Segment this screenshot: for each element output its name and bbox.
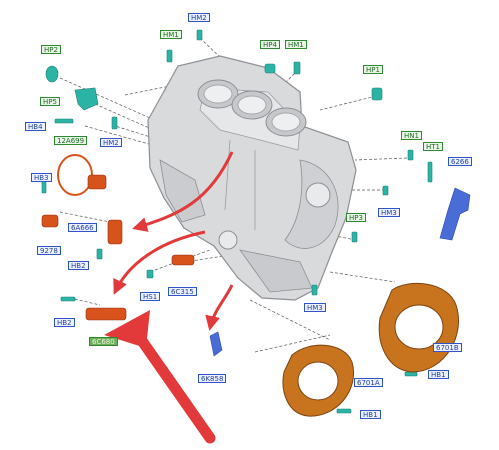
- label-hb2-mid: HB2: [68, 261, 89, 270]
- label-hm1-right: HM1: [285, 40, 307, 49]
- label-9278: 9278: [37, 246, 61, 255]
- label-hb3: HB3: [31, 173, 52, 182]
- label-hm2-top: HM2: [188, 13, 210, 22]
- label-6a666: 6A666: [68, 223, 97, 232]
- label-hm2-mid: HM2: [100, 138, 122, 147]
- fasteners: [41, 29, 433, 414]
- label-hp4: HP4: [260, 40, 280, 49]
- label-hm1-top: HM1: [160, 30, 182, 39]
- label-hn1: HN1: [401, 131, 422, 140]
- label-6k858: 6K858: [198, 374, 227, 383]
- label-hb1-right: HB1: [428, 370, 449, 379]
- sensor-parts: [41, 154, 195, 321]
- main-red-arrow: [104, 310, 216, 444]
- label-6c315: 6C315: [168, 287, 197, 296]
- label-hp3: HP3: [346, 213, 366, 222]
- indicator-arrows: [113, 151, 234, 331]
- label-hp5: HP5: [40, 97, 60, 106]
- label-hb4: HB4: [25, 122, 46, 131]
- label-hm3-low: HM3: [304, 303, 326, 312]
- label-12a699: 12A699: [54, 136, 88, 145]
- label-hm3-right: HM3: [378, 208, 400, 217]
- label-hb2-low: HB2: [54, 318, 75, 327]
- label-hp2: HP2: [41, 45, 61, 54]
- label-hs1: HS1: [140, 292, 161, 301]
- label-ht1: HT1: [423, 142, 443, 151]
- engine-block: [147, 55, 357, 301]
- label-hp1: HP1: [363, 65, 383, 74]
- label-6c680: 6C680: [89, 337, 118, 346]
- label-6701b: 6701B: [433, 343, 462, 352]
- label-6701a: 6701A: [354, 378, 383, 387]
- label-6266: 6266: [448, 157, 472, 166]
- brackets: [209, 187, 471, 357]
- label-hb1-low: HB1: [360, 410, 381, 419]
